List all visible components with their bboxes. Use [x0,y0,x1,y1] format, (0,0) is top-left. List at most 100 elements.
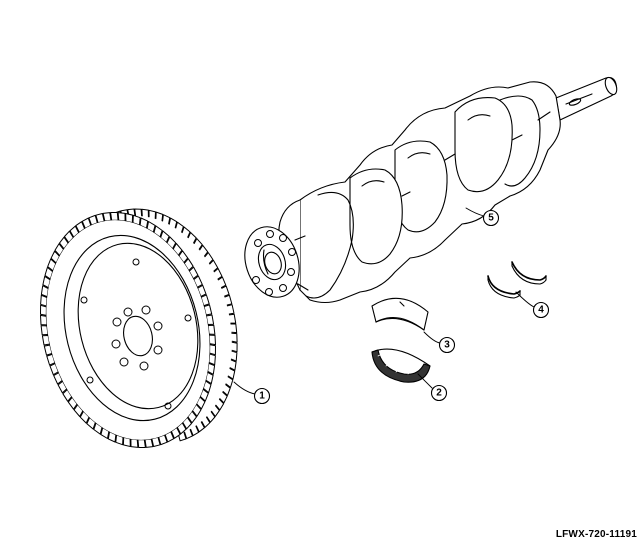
gear-tooth [184,258,194,271]
gear-tooth [196,396,206,410]
gear-tooth [222,384,231,396]
gear-tooth [139,217,149,229]
gear-tooth [122,437,131,447]
gear-tooth [204,304,213,316]
gear-tooth [172,243,183,256]
gear-tooth [229,313,237,324]
gear-tooth [42,275,51,288]
gear-tooth [57,381,67,394]
gear-tooth [40,285,49,297]
gear-tooth [182,417,192,430]
gear-tooth [168,217,178,229]
callout-5: 5 [482,209,500,227]
gear-tooth [211,405,220,417]
gear-tooth [201,294,210,306]
lower-main-bearing [371,348,431,383]
gear-tooth [195,421,205,433]
gear-tooth [205,372,214,385]
upper-main-bearing [371,297,429,331]
gear-tooth [181,226,191,238]
gear-tooth [117,212,126,221]
gear-tooth [73,404,84,417]
gear-tooth [95,213,105,223]
gear-tooth [54,243,64,256]
gear-tooth [171,427,181,439]
gear-tooth [226,304,235,315]
gear-tooth [86,417,96,430]
callout-leaders [233,207,535,395]
gear-tooth [160,230,170,243]
gear-tooth [155,211,164,222]
gear-tooth [93,423,103,435]
gear-tooth [151,437,161,447]
gear-tooth [175,221,184,233]
gear-tooth [164,431,175,443]
gear-tooth [227,368,236,380]
gear-tooth [209,259,219,272]
gear-tooth [158,434,168,446]
gear-tooth [50,250,60,264]
gear-tooth [225,376,234,388]
gear-tooth [144,439,154,448]
svg-text:2: 2 [436,388,442,399]
gear-tooth [162,214,171,225]
crankshaft [244,76,618,304]
flywheel [40,208,238,448]
gear-tooth [53,372,63,385]
gear-tooth [130,439,139,448]
gear-tooth [132,214,141,225]
gear-tooth [231,332,238,343]
gear-tooth [148,209,156,219]
svg-text:5: 5 [488,213,494,224]
callout-3: 3 [438,336,456,354]
gear-tooth [207,363,216,375]
gear-tooth [208,353,216,366]
gear-tooth [44,266,53,280]
gear-tooth [221,285,230,297]
gear-tooth [107,431,117,443]
gear-tooth [102,212,112,221]
svg-text:1: 1 [259,391,265,402]
gear-tooth [209,344,216,356]
gear-tooth [62,389,72,402]
gear-tooth [230,350,238,362]
gear-tooth [206,314,215,325]
gear-tooth [204,252,214,264]
svg-text:4: 4 [538,305,544,316]
gear-tooth [201,416,211,428]
gear-tooth [81,217,92,229]
gear-tooth [41,335,50,346]
gear-tooth [193,238,203,250]
gear-tooth [231,341,238,353]
gear-tooth [146,221,156,233]
gear-tooth [190,425,200,437]
svg-text:3: 3 [444,340,450,351]
gear-tooth [197,284,207,297]
gear-tooth [184,429,193,440]
gear-tooth [166,236,177,249]
gear-tooth [100,427,110,439]
gear-tooth [177,422,187,435]
gear-tooth [199,244,209,257]
gear-tooth [115,435,124,446]
gear-tooth [217,276,227,288]
thrust-bearings [487,261,547,299]
gear-tooth [75,221,85,233]
gear-tooth [67,397,78,410]
gear-tooth [229,359,237,371]
gear-tooth [141,208,149,218]
gear-tooth [43,344,52,356]
gear-tooth [178,250,189,263]
gear-tooth [46,354,55,366]
gear-tooth [230,323,238,334]
gear-tooth [200,389,209,402]
gear-tooth [153,225,163,237]
gear-tooth [40,294,48,307]
gear-tooth [187,232,197,244]
gear-tooth [189,266,199,279]
gear-tooth [47,258,56,271]
gear-tooth [125,213,134,223]
gear-tooth [137,439,146,448]
gear-tooth [219,391,228,404]
